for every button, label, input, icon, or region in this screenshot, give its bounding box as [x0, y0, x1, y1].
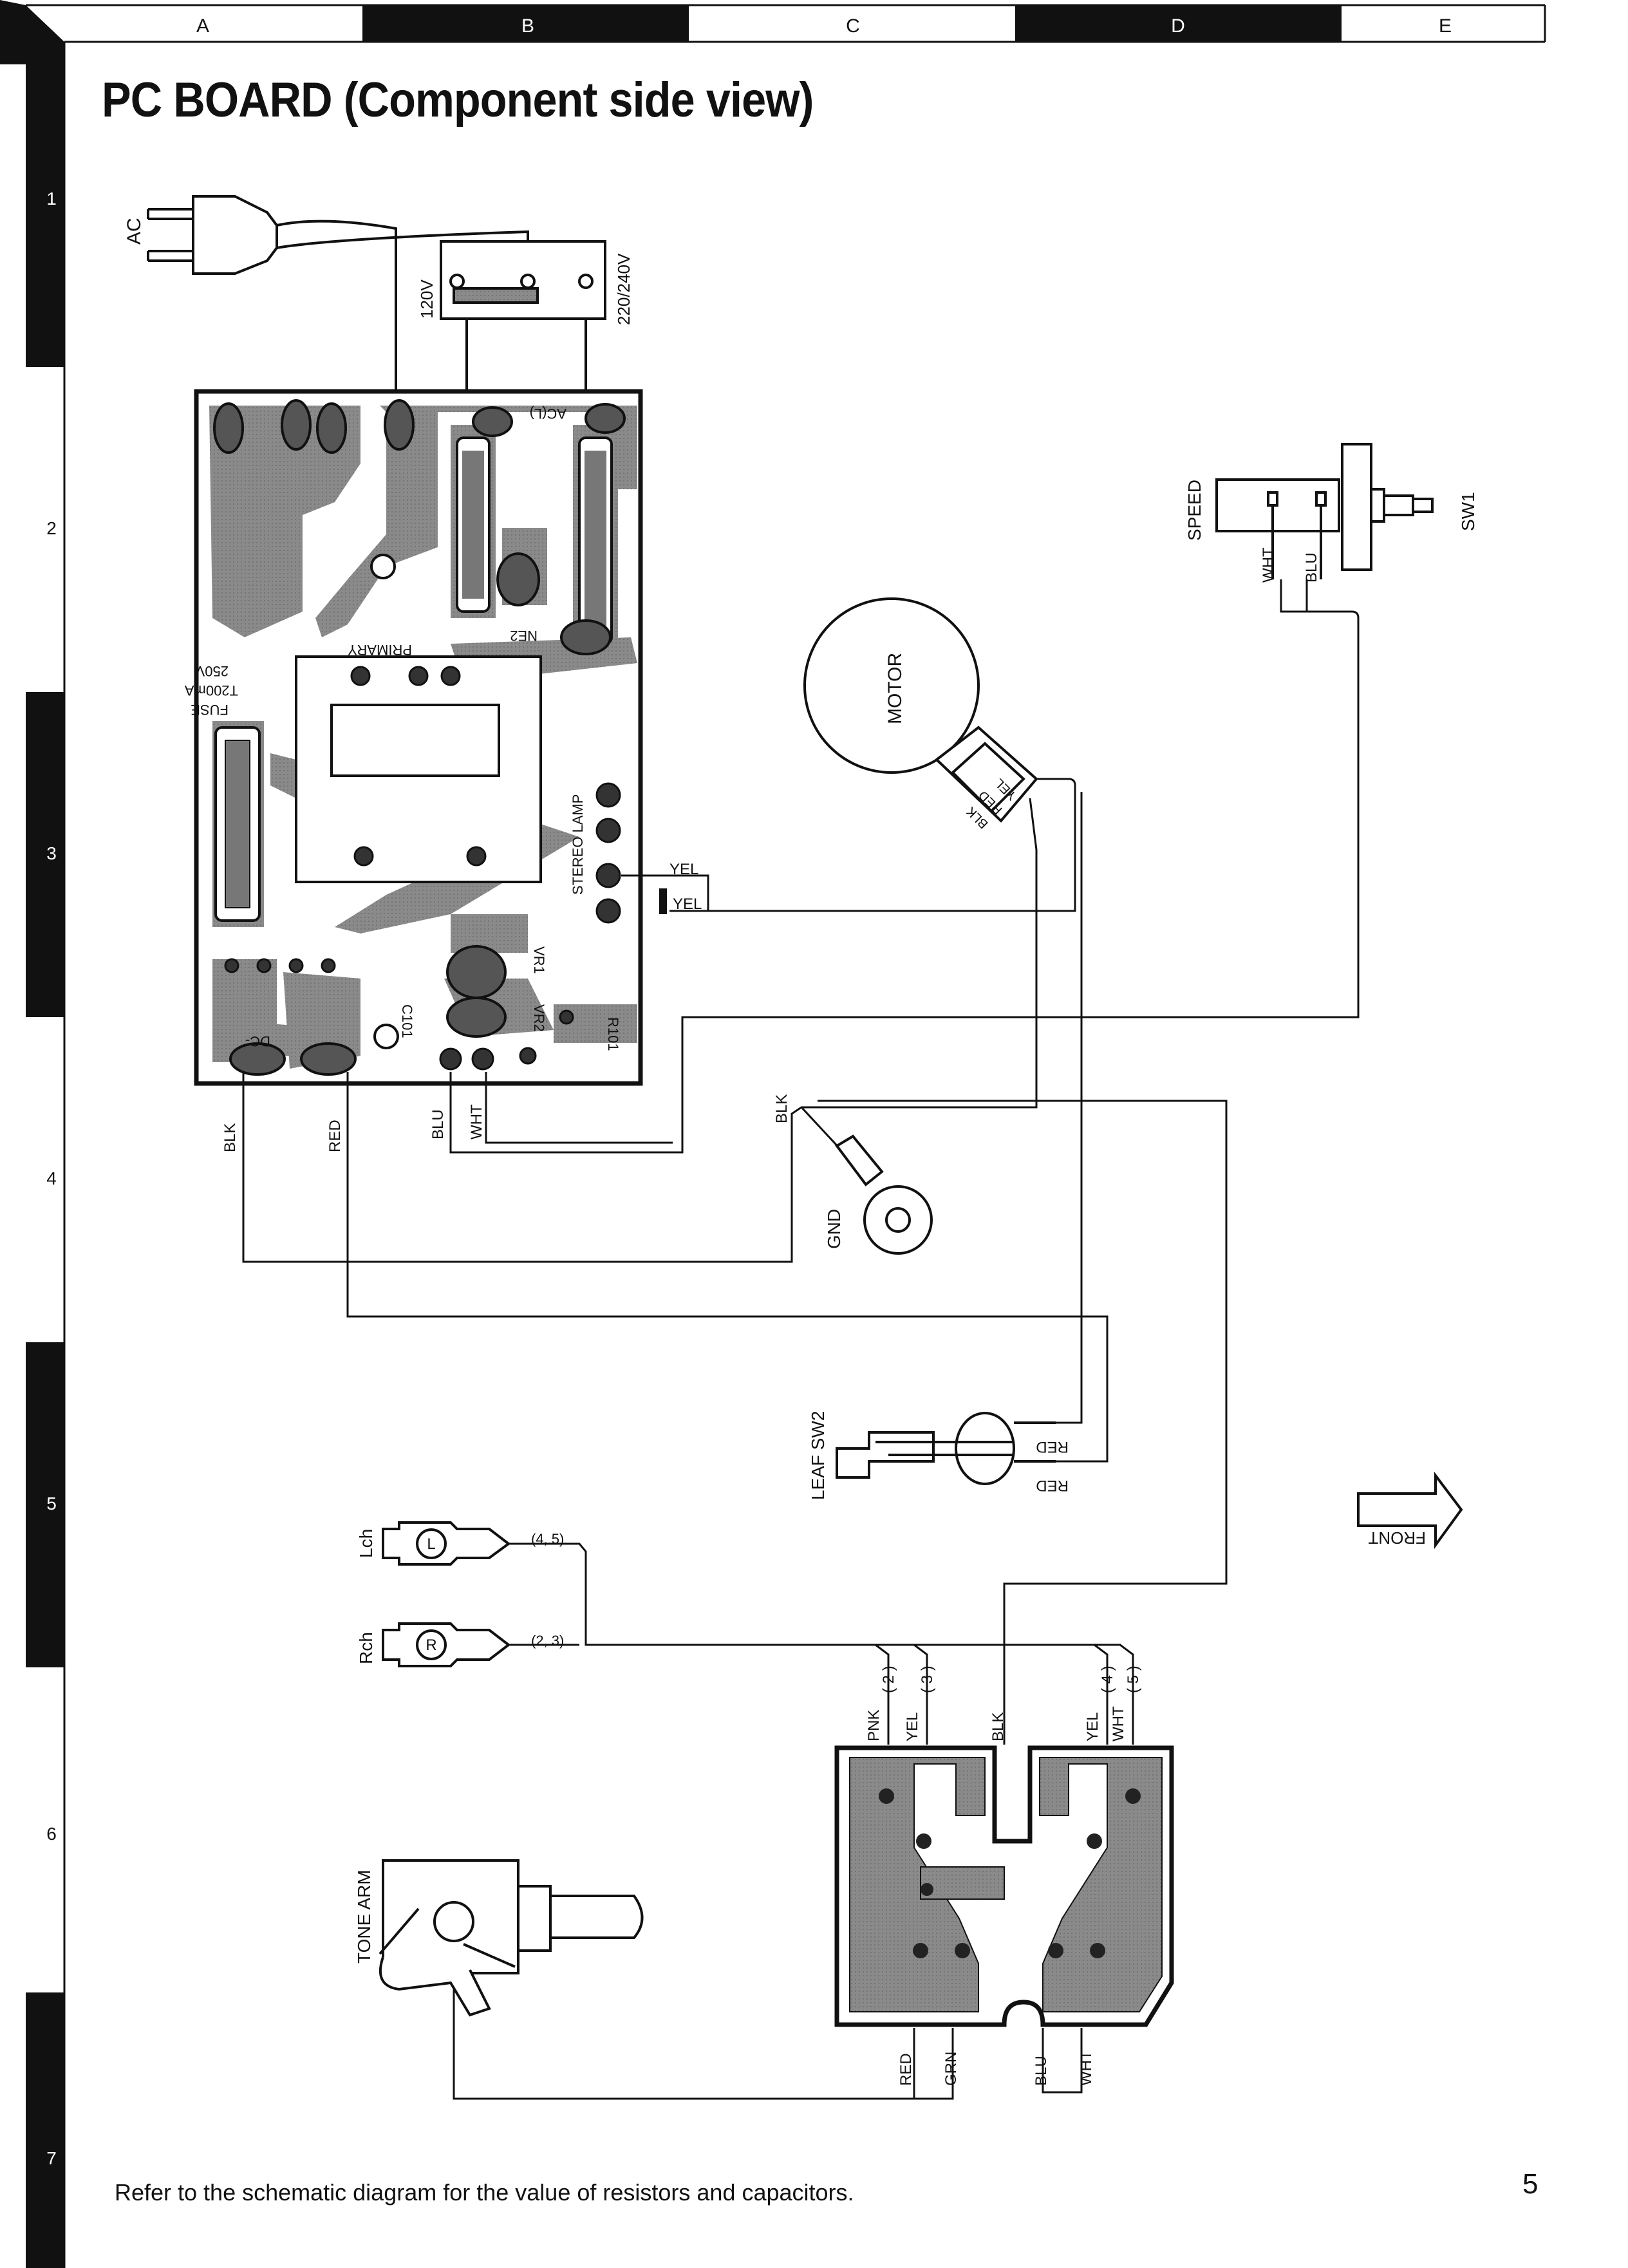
label-vr1: VR1 [531, 946, 547, 974]
grid-row-3: 3 [46, 843, 57, 863]
wire-label-yel-1: YEL [669, 861, 698, 878]
wire-label-leaf-red-2: RED [1036, 1477, 1069, 1494]
motor [803, 597, 1038, 823]
label-fuse-rating: T200mA [185, 682, 238, 698]
front-label: FRONT [1368, 1528, 1426, 1548]
wire-label-arm-grn: GRN [942, 2052, 960, 2086]
wire-label-blk: BLK [221, 1123, 239, 1152]
grid-row-4: 4 [46, 1168, 57, 1188]
wire-label-leaf-red-1: RED [1036, 1438, 1069, 1456]
voltage-selector [440, 240, 606, 396]
voltage-220-label: 220/240V [614, 253, 633, 325]
wire-label-speed-blu: BLU [1303, 552, 1320, 583]
wire-label-wht: WHT [468, 1104, 485, 1139]
wire-labels: YEL YEL BLK RED BLU WHT BLK WHT BLU RED … [221, 547, 1320, 2086]
page-frame [0, 0, 1546, 2268]
label-primary: PRIMARY [348, 642, 412, 658]
grid-band-b [362, 5, 689, 42]
label-r101: R101 [605, 1017, 621, 1051]
ac-plug [147, 195, 529, 396]
grid-row-labels: 1 2 3 4 5 6 7 [46, 189, 57, 2168]
cartridge-board [834, 1745, 1174, 2027]
tone-arm-label: TONE ARM [354, 1870, 374, 1963]
ground-lug [835, 1134, 933, 1255]
grid-col-a: A [196, 15, 209, 37]
wire-label-speed-wht: WHT [1260, 547, 1277, 583]
wire-label-pnk: PNK [865, 1710, 883, 1741]
wire-label-red: RED [326, 1120, 344, 1152]
lch-pins: (4, 5) [531, 1531, 564, 1547]
grid-col-c: C [846, 15, 860, 37]
main-pc-board [194, 389, 667, 1086]
grid-col-b: B [521, 15, 534, 37]
grid-col-e: E [1439, 15, 1452, 37]
tone-arm [379, 1859, 644, 2017]
label-ne2: NE2 [510, 628, 538, 644]
grid-row-1: 1 [46, 189, 57, 209]
lch-label: Lch [356, 1529, 376, 1558]
page-number: 5 [1522, 2168, 1539, 2200]
gnd-label: GND [824, 1209, 844, 1249]
sw1-label: SW1 [1458, 492, 1478, 531]
front-arrow [1357, 1472, 1463, 1550]
wire-label-arm-wht: WHT [1078, 2050, 1095, 2086]
label-fuse: FUSE [191, 702, 229, 718]
grid-row-6: 6 [46, 1824, 57, 1844]
page-title: PC BOARD (Component side view) [102, 73, 814, 127]
pin-label-2: ( 2 ) [880, 1665, 897, 1693]
ac-label: AC [124, 218, 145, 245]
pin-label-4: ( 4 ) [1099, 1665, 1116, 1693]
speed-label: SPEED [1184, 480, 1204, 541]
grid-band-7 [26, 1992, 64, 2268]
label-dc: DC- [245, 1033, 270, 1049]
wire-label-gnd-blk: BLK [773, 1094, 791, 1123]
label-vr2: VR2 [531, 1004, 547, 1032]
grid-column-labels: A B C D E [196, 15, 1452, 37]
grid-row-7: 7 [46, 2148, 57, 2168]
grid-band-5 [26, 1342, 64, 1667]
voltage-120-label: 120V [417, 279, 436, 319]
wire-label-cart-wht: WHT [1110, 1706, 1127, 1741]
wire-label-cart-blk: BLK [989, 1712, 1007, 1741]
grid-row-2: 2 [46, 518, 57, 538]
rch-pins: (2, 3) [531, 1633, 564, 1649]
wire-label-arm-red: RED [897, 2053, 915, 2086]
wiring [242, 579, 1360, 2100]
rch-connector [382, 1622, 511, 1667]
pin-label-5: ( 5 ) [1125, 1665, 1142, 1693]
pin-label-3: ( 3 ) [919, 1665, 936, 1693]
rch-symbol: R [426, 1636, 436, 1654]
label-c101: C101 [399, 1004, 415, 1038]
label-ac-l: AC(L) [530, 406, 566, 422]
wire-label-cart-yel-1: YEL [904, 1712, 921, 1741]
motor-label: MOTOR [884, 653, 906, 724]
leaf-sw2-label: LEAF SW2 [808, 1411, 828, 1500]
wire-label-cart-yel-2: YEL [1084, 1712, 1101, 1741]
speed-switch [1215, 443, 1434, 579]
grid-band-3 [26, 692, 64, 1017]
lch-connector [382, 1521, 511, 1566]
grid-band-1 [26, 42, 64, 367]
board-silkscreen: 250V T200mA FUSE PRIMARY NE2 AC(L) C101 … [185, 406, 621, 1051]
grid-col-d: D [1171, 15, 1185, 37]
lch-symbol: L [427, 1535, 435, 1553]
leaf-switch [836, 1412, 1056, 1485]
wire-label-blu: BLU [429, 1109, 447, 1139]
wire-label-arm-blu: BLU [1033, 2056, 1050, 2086]
rch-label: Rch [356, 1632, 376, 1664]
grid-row-5: 5 [46, 1494, 57, 1514]
label-fuse-voltage: 250V [195, 663, 229, 679]
label-stereo-lamp: STEREO LAMP [570, 794, 586, 895]
grid-band-d [1015, 5, 1342, 42]
footnote: Refer to the schematic diagram for the v… [115, 2179, 854, 2206]
wire-label-yel-2: YEL [673, 895, 702, 913]
